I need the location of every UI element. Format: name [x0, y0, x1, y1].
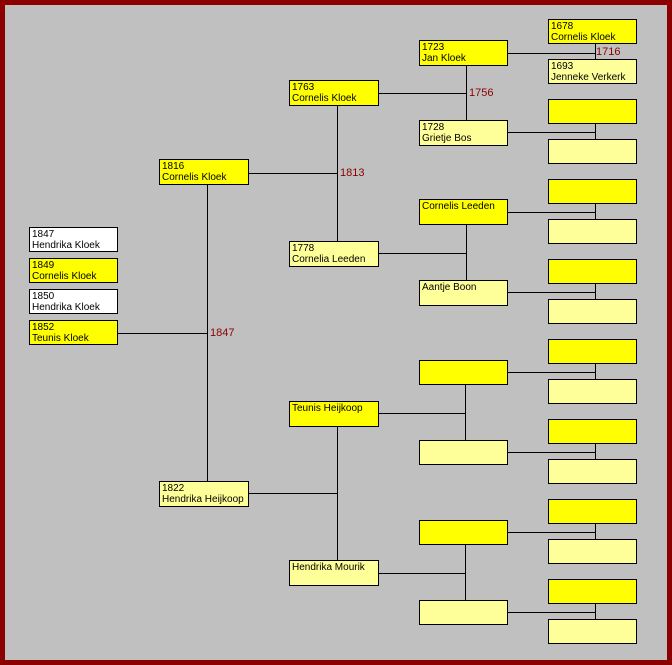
marriage-year-gg-grandparents: 1716	[596, 46, 621, 58]
person-year: 1763	[292, 82, 315, 93]
child-box-4[interactable]: 1852 Teunis Kloek	[29, 320, 118, 345]
child-name: Cornelis Kloek	[32, 271, 97, 282]
person-name: Cornelis Kloek	[162, 172, 227, 183]
person-gg-grandmother-2[interactable]	[548, 139, 637, 164]
person-name: Jan Kloek	[422, 53, 466, 64]
person-gg-grandmother-4[interactable]	[548, 299, 637, 324]
child-box-3[interactable]: 1850 Hendrika Kloek	[29, 289, 118, 314]
person-year: 1728	[422, 122, 445, 133]
person-gg-grandfather-6[interactable]	[548, 419, 637, 444]
person-year: 1693	[551, 61, 574, 72]
person-gg-grandmother-1[interactable]: 1693 Jenneke Verkerk	[548, 59, 637, 84]
person-gg-grandfather-5[interactable]	[548, 339, 637, 364]
connector-lines	[118, 44, 596, 619]
person-gg-grandmother-5[interactable]	[548, 379, 637, 404]
person-father[interactable]: 1816 Cornelis Kloek	[159, 159, 249, 185]
person-gg-grandmother-7[interactable]	[548, 539, 637, 564]
person-great-grandmother-1[interactable]: 1728 Grietje Bos	[419, 120, 508, 146]
person-gg-grandmother-8[interactable]	[548, 619, 637, 644]
person-year: 1816	[162, 161, 185, 172]
person-year: 1723	[422, 42, 445, 53]
child-name: Teunis Kloek	[32, 333, 89, 344]
person-year: 1678	[551, 21, 574, 32]
person-name: Cornelia Leeden	[292, 254, 366, 265]
child-name: Hendrika Kloek	[32, 302, 100, 313]
child-box-2[interactable]: 1849 Cornelis Kloek	[29, 258, 118, 283]
person-name: Aantje Boon	[422, 282, 477, 293]
child-year: 1852	[32, 322, 55, 333]
marriage-year-great-grandparents: 1756	[469, 87, 494, 99]
person-great-grandfather-3[interactable]	[419, 360, 508, 385]
person-gg-grandfather-7[interactable]	[548, 499, 637, 524]
person-name: Cornelis Kloek	[551, 32, 616, 43]
person-great-grandfather-2[interactable]: Cornelis Leeden	[419, 199, 508, 225]
pedigree-chart: 1847 Hendrika Kloek 1849 Cornelis Kloek …	[5, 5, 667, 660]
marriage-year-paternal-grandparents: 1813	[340, 167, 365, 179]
person-gg-grandfather-1[interactable]: 1678 Cornelis Kloek	[548, 19, 637, 44]
person-year: 1778	[292, 243, 315, 254]
person-paternal-grandmother[interactable]: 1778 Cornelia Leeden	[289, 241, 379, 267]
person-name: Cornelis Leeden	[422, 201, 495, 212]
person-great-grandmother-4[interactable]	[419, 600, 508, 625]
person-name: Hendrika Mourik	[292, 562, 365, 573]
person-great-grandmother-3[interactable]	[419, 440, 508, 465]
person-maternal-grandfather[interactable]: Teunis Heijkoop	[289, 401, 379, 427]
marriage-year-parents: 1847	[210, 327, 235, 339]
person-gg-grandfather-8[interactable]	[548, 579, 637, 604]
child-box-1[interactable]: 1847 Hendrika Kloek	[29, 227, 118, 252]
child-year: 1849	[32, 260, 55, 271]
person-great-grandmother-2[interactable]: Aantje Boon	[419, 280, 508, 306]
person-great-grandfather-4[interactable]	[419, 520, 508, 545]
child-year: 1847	[32, 229, 55, 240]
person-name: Grietje Bos	[422, 133, 472, 144]
person-gg-grandfather-4[interactable]	[548, 259, 637, 284]
person-gg-grandmother-3[interactable]	[548, 219, 637, 244]
child-name: Hendrika Kloek	[32, 240, 100, 251]
person-gg-grandfather-3[interactable]	[548, 179, 637, 204]
person-mother[interactable]: 1822 Hendrika Heijkoop	[159, 481, 249, 507]
person-year: 1822	[162, 483, 185, 494]
person-gg-grandmother-6[interactable]	[548, 459, 637, 484]
child-year: 1850	[32, 291, 55, 302]
person-paternal-grandfather[interactable]: 1763 Cornelis Kloek	[289, 80, 379, 106]
person-name: Jenneke Verkerk	[551, 72, 626, 83]
person-gg-grandfather-2[interactable]	[548, 99, 637, 124]
person-great-grandfather-1[interactable]: 1723 Jan Kloek	[419, 40, 508, 66]
person-name: Cornelis Kloek	[292, 93, 357, 104]
person-maternal-grandmother[interactable]: Hendrika Mourik	[289, 560, 379, 586]
person-name: Teunis Heijkoop	[292, 403, 363, 414]
person-name: Hendrika Heijkoop	[162, 494, 244, 505]
